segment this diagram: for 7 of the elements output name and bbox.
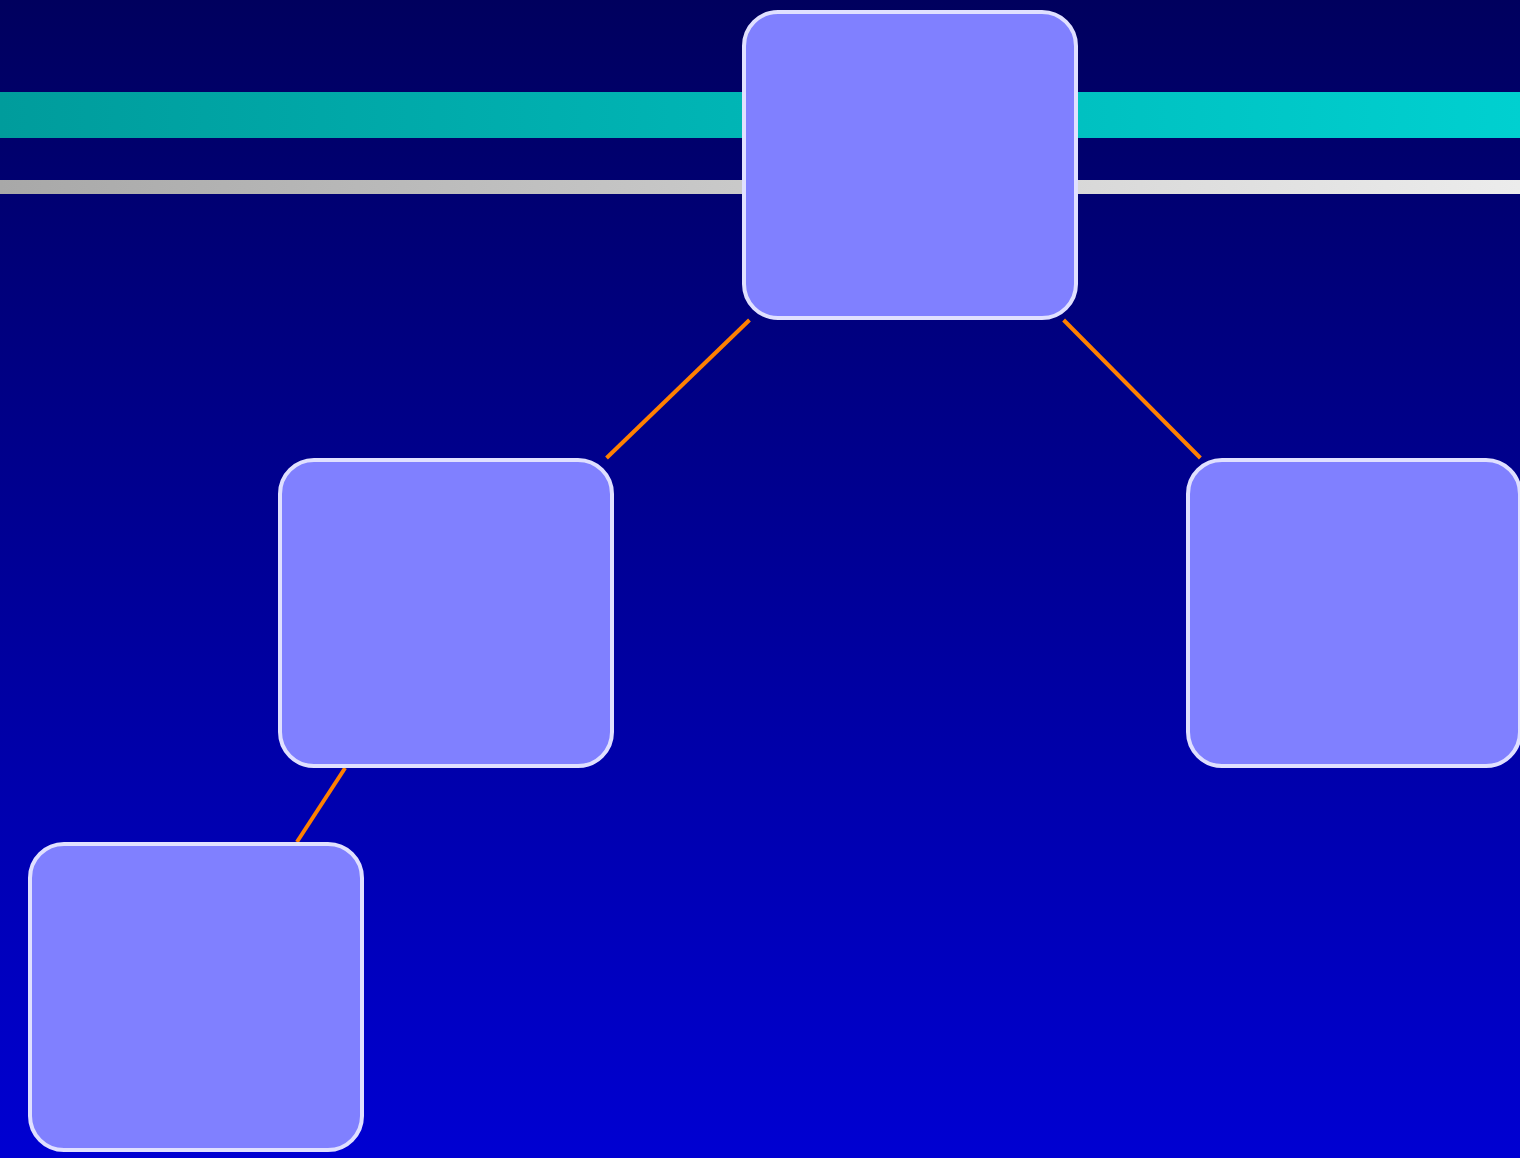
connector-line — [605, 318, 751, 460]
connector-line — [295, 766, 347, 844]
rounded-box — [742, 10, 1078, 320]
connector-line — [1062, 318, 1202, 460]
rounded-box — [1186, 458, 1520, 768]
rounded-box — [278, 458, 614, 768]
rounded-box — [28, 842, 364, 1152]
